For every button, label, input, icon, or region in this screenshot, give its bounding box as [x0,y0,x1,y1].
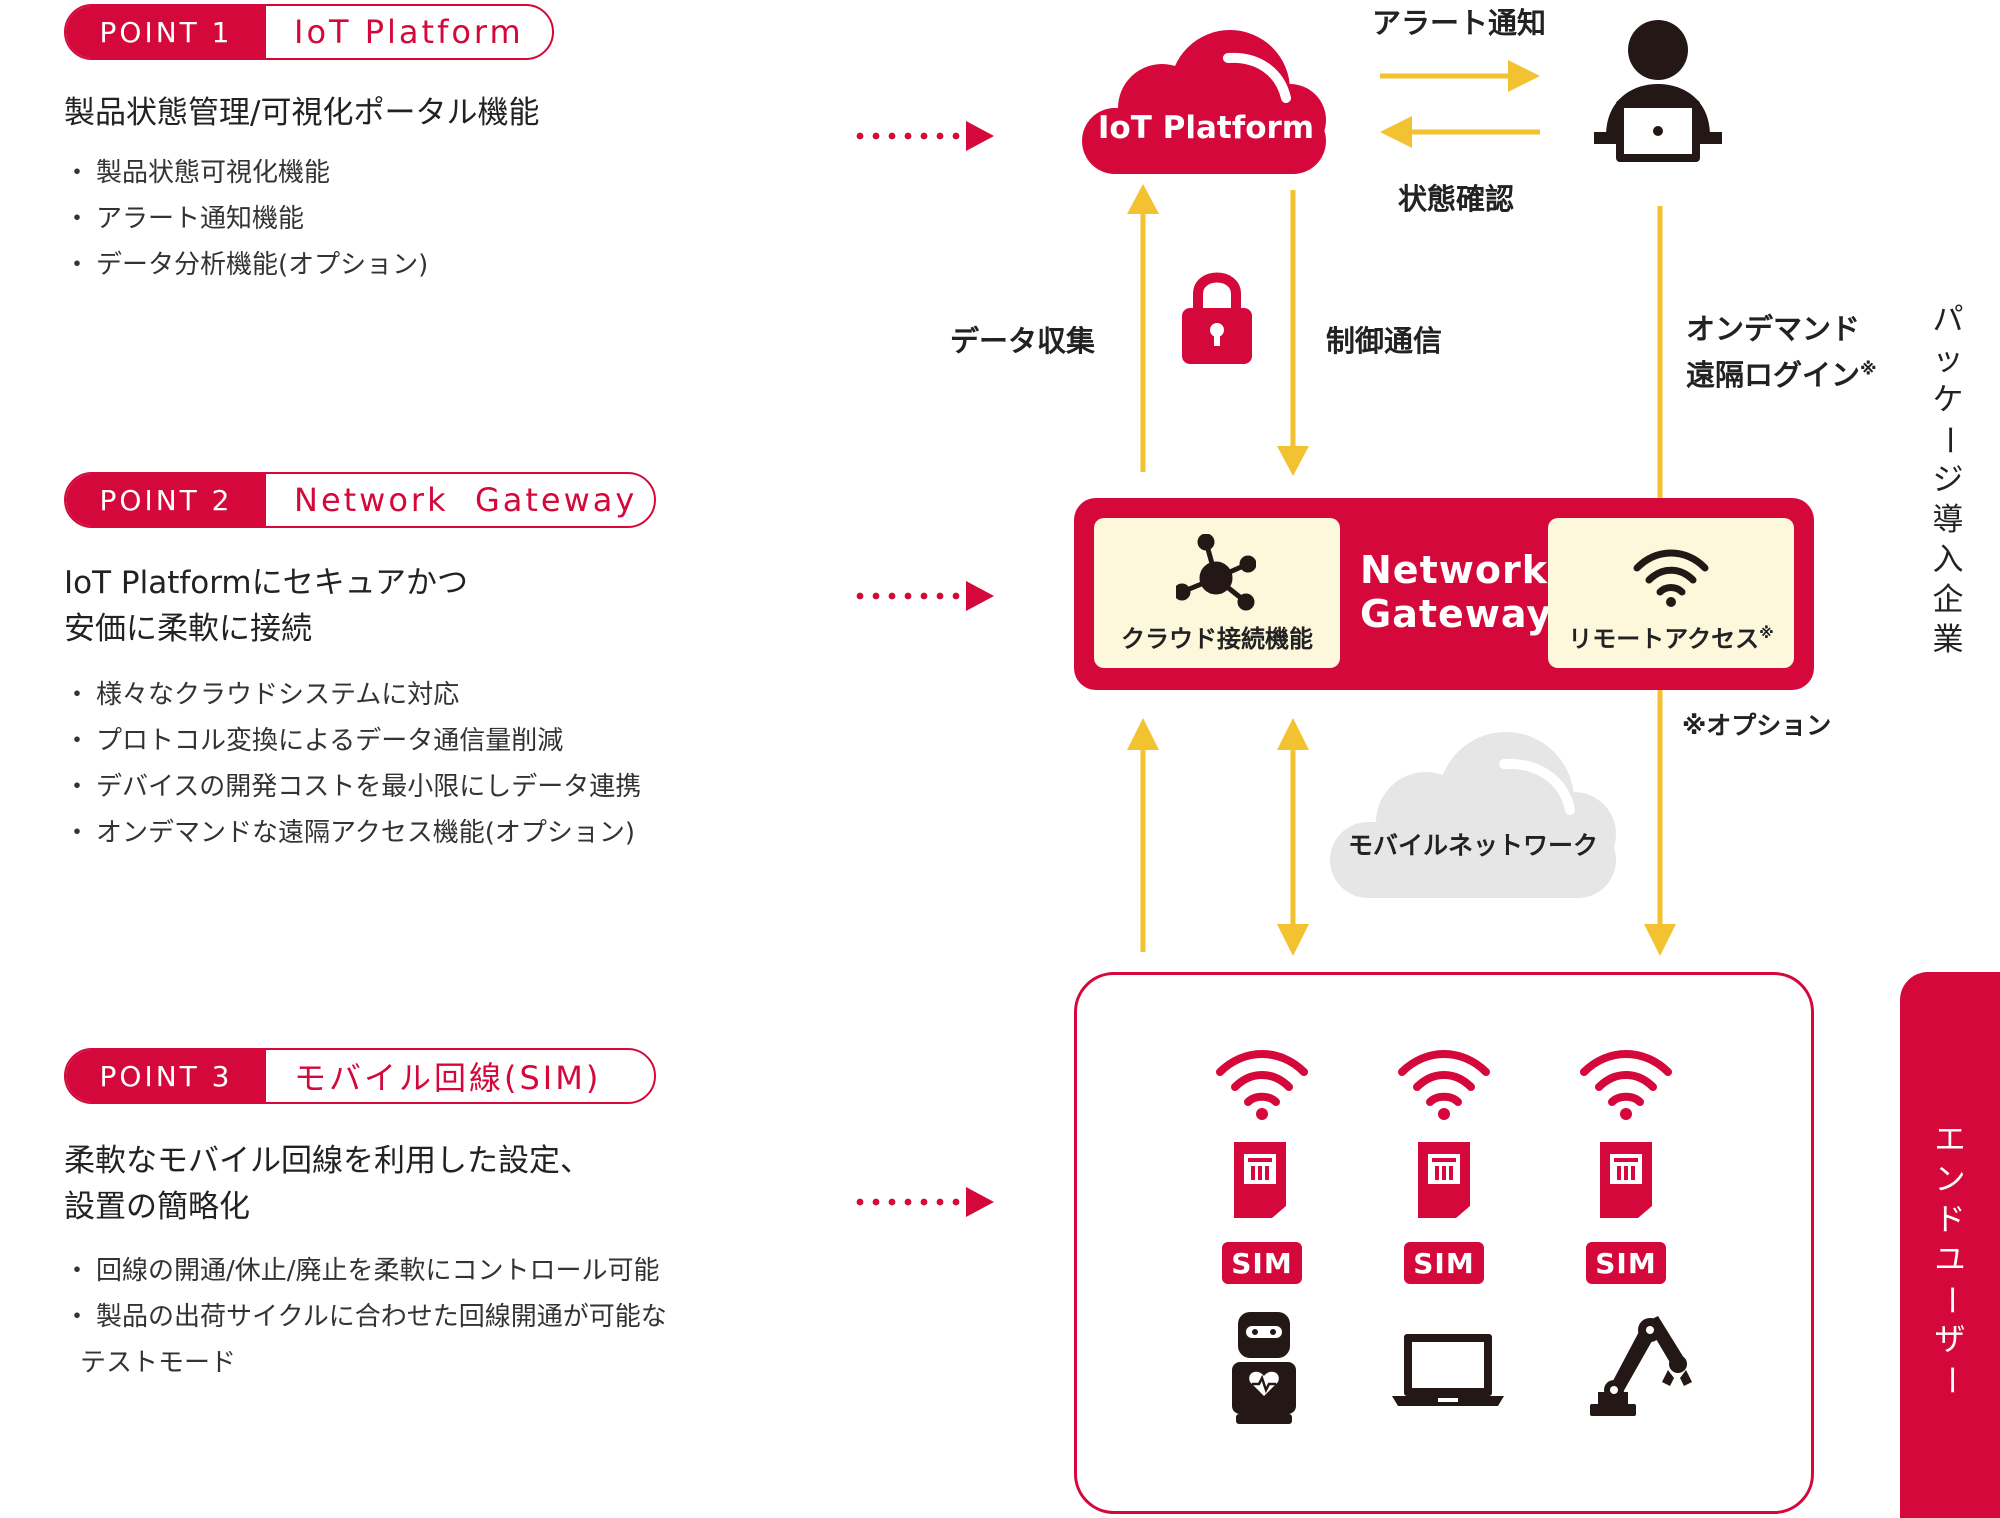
vertical-char: ケ [1932,382,1964,418]
list-item: ・オンデマンドな遠隔アクセス機能(オプション) [64,818,636,848]
asterisk: ※ [1759,624,1774,642]
list-item-continuation: テストモード [80,1348,237,1378]
wifi-icon [1398,1050,1490,1120]
vertical-char: ー [1932,1284,1968,1316]
point-1-heading-line: 製品状態管理/可視化ポータル機能 [64,95,540,131]
hub-network-icon [1176,534,1256,611]
list-item: ・製品状態可視化機能 [64,158,331,188]
gateway-title-line-2: Gateway [1360,592,1553,636]
point-3-bullet-list: ・回線の開通/休止/廃止を柔軟にコントロール可能 ・製品の出荷サイクルに合わせた… [64,1248,667,1386]
point-1-heading: 製品状態管理/可視化ポータル機能 [64,90,539,136]
package-company-label: パッケージ導入企業 [1925,300,1971,660]
sim-card-icon [1234,1142,1286,1218]
user-laptop-icon [1594,20,1722,162]
list-item: ・製品の出荷サイクルに合わせた回線開通が可能な [64,1302,667,1332]
cloud-connect-label: クラウド接続機能 [1121,625,1313,653]
point-2-heading: IoT Platformにセキュアかつ 安価に柔軟に接続 [64,560,468,652]
vertical-char: ド [1934,1202,1966,1238]
vertical-char: ー [1930,424,1966,456]
point-2-heading-line-1: IoT Platformにセキュアかつ [64,565,469,601]
remote-access-label: リモートアクセス※ [1548,619,1794,654]
vertical-char: ッ [1932,342,1964,378]
mobile-network-label: モバイルネットワーク [1347,831,1598,860]
vertical-char: 導 [1932,502,1964,538]
list-item: ・様々なクラウドシステムに対応 [64,680,460,710]
dotted-arrow-2 [856,581,994,611]
point-1-bullet-list: ・製品状態可視化機能 ・アラート通知機能 ・データ分析機能(オプション) [64,150,428,288]
remote-access-text: リモートアクセス [1568,625,1760,653]
sim-card-icon [1600,1142,1652,1218]
remote-access-card: リモートアクセス※ [1548,518,1794,668]
laptop-icon [1392,1334,1504,1406]
list-item: ・データ分析機能(オプション) [64,250,429,280]
cloud-label: IoT Platform [1097,110,1315,146]
list-item: ・回線の開通/休止/廃止を柔軟にコントロール可能 [64,1256,660,1286]
ondemand-label: オンデマンド [1686,312,1861,346]
list-item: ・アラート通知機能 [64,204,305,234]
vertical-char: ユ [1934,1242,1966,1278]
asterisk: ※ [1860,359,1877,380]
wifi-icon [1633,549,1709,607]
control-communication-label: 制御通信 [1326,324,1443,358]
sim-badge: SIM [1586,1242,1666,1284]
remote-login-text: 遠隔ログイン [1686,358,1861,392]
point-2-pill: POINT 2 Network Gateway [64,472,656,528]
list-item: ・デバイスの開発コストを最小限にしデータ連携 [64,772,642,802]
robot-icon [1232,1312,1296,1424]
sim-card-icon [1418,1142,1470,1218]
vertical-char: 企 [1932,582,1964,618]
point-3-tag: POINT 3 [66,1050,266,1102]
end-user-bar: エンドユーザー [1900,972,2000,1518]
point-2-heading-line-2: 安価に柔軟に接続 [64,611,312,647]
status-check-label: 状態確認 [1398,182,1515,216]
point-3-pill: POINT 3 モバイル回線(SIM) [64,1048,656,1104]
gateway-title-line-1: Network [1360,548,1548,592]
data-collection-label: データ収集 [950,324,1096,358]
remote-login-label: 遠隔ログイン※ [1686,352,1877,394]
vertical-char: 業 [1932,622,1964,658]
wifi-icon [1580,1050,1672,1120]
vertical-char: ジ [1932,462,1964,498]
network-gateway: クラウド接続機能 Network Gateway リモートアクセス※ [1074,498,1814,690]
sim-badge: SIM [1222,1242,1302,1284]
vertical-char: ザ [1934,1322,1966,1358]
point-3-heading: 柔軟なモバイル回線を利用した設定、 設置の簡略化 [64,1138,591,1230]
vertical-char: エ [1934,1122,1966,1158]
list-item: ・プロトコル変換によるデータ通信量削減 [64,726,564,756]
point-2-bullet-list: ・様々なクラウドシステムに対応 ・プロトコル変換によるデータ通信量削減 ・デバイ… [64,672,641,856]
cloud-connect-card: クラウド接続機能 [1094,518,1340,668]
gateway-title: Network Gateway [1360,548,1552,636]
point-2-name: Network Gateway [294,481,638,519]
point-1-name: IoT Platform [294,13,524,51]
vertical-char: 入 [1932,542,1964,578]
lock-icon [1182,272,1252,364]
robot-arm-icon [1590,1316,1692,1416]
point-3-name: モバイル回線(SIM) [294,1059,602,1097]
wifi-icon [1216,1050,1308,1120]
mobile-network-cloud [1330,732,1616,898]
end-user-label: エンドユーザー [1900,1120,2000,1400]
point-2-tag: POINT 2 [66,474,266,526]
vertical-char: パ [1932,302,1964,338]
vertical-char: ン [1934,1162,1966,1198]
vertical-char: ー [1932,1364,1968,1396]
point-3-heading-line-1: 柔軟なモバイル回線を利用した設定、 [64,1143,591,1179]
iot-platform-cloud [1082,30,1326,174]
point-1-pill: POINT 1 IoT Platform [64,4,554,60]
alert-notify-label: アラート通知 [1372,6,1547,40]
dotted-arrow-1 [856,121,994,151]
point-1-tag: POINT 1 [66,6,266,58]
point-3-heading-line-2: 設置の簡略化 [64,1189,250,1225]
sim-badge: SIM [1404,1242,1484,1284]
option-note: ※オプション [1682,711,1832,740]
dotted-arrow-3 [856,1187,994,1217]
